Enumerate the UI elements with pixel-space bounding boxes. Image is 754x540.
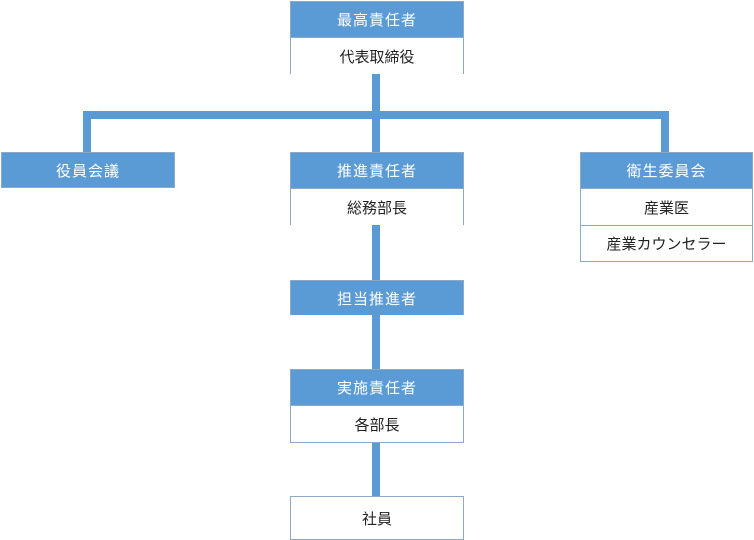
box-chief-officer: 最高責任者 代表取締役: [290, 1, 464, 74]
box-board-meeting-title: 役員会議: [2, 153, 174, 187]
box-promotion-manager: 推進責任者 総務部長: [290, 152, 464, 225]
box-health-committee-member-1: 産業医: [581, 189, 752, 225]
box-implementation-manager-role: 各部長: [291, 406, 463, 442]
box-health-committee-title: 衛生委員会: [581, 153, 752, 189]
box-employees: 社員: [290, 496, 464, 540]
box-chief-officer-title: 最高責任者: [291, 2, 463, 38]
box-assigned-promoter: 担当推進者: [290, 280, 464, 315]
line-top-to-bus: [372, 73, 380, 115]
box-board-meeting: 役員会議: [1, 152, 175, 188]
box-health-committee: 衛生委員会 産業医 産業カウンセラー: [580, 152, 753, 262]
box-employees-title: 社員: [291, 497, 463, 539]
line-implementer-to-staff: [372, 442, 380, 496]
box-health-committee-member-2: 産業カウンセラー: [581, 225, 752, 261]
line-bus-to-left: [83, 111, 91, 153]
line-center-to-promoter: [372, 224, 380, 280]
box-implementation-manager-title: 実施責任者: [291, 370, 463, 406]
box-chief-officer-role: 代表取締役: [291, 38, 463, 74]
line-bus-to-center: [372, 111, 380, 153]
box-promotion-manager-title: 推進責任者: [291, 153, 463, 189]
box-implementation-manager: 実施責任者 各部長: [290, 369, 464, 443]
box-assigned-promoter-title: 担当推進者: [291, 281, 463, 315]
line-promoter-to-implementer: [372, 314, 380, 370]
line-bus-to-right: [661, 111, 669, 153]
box-promotion-manager-role: 総務部長: [291, 189, 463, 225]
